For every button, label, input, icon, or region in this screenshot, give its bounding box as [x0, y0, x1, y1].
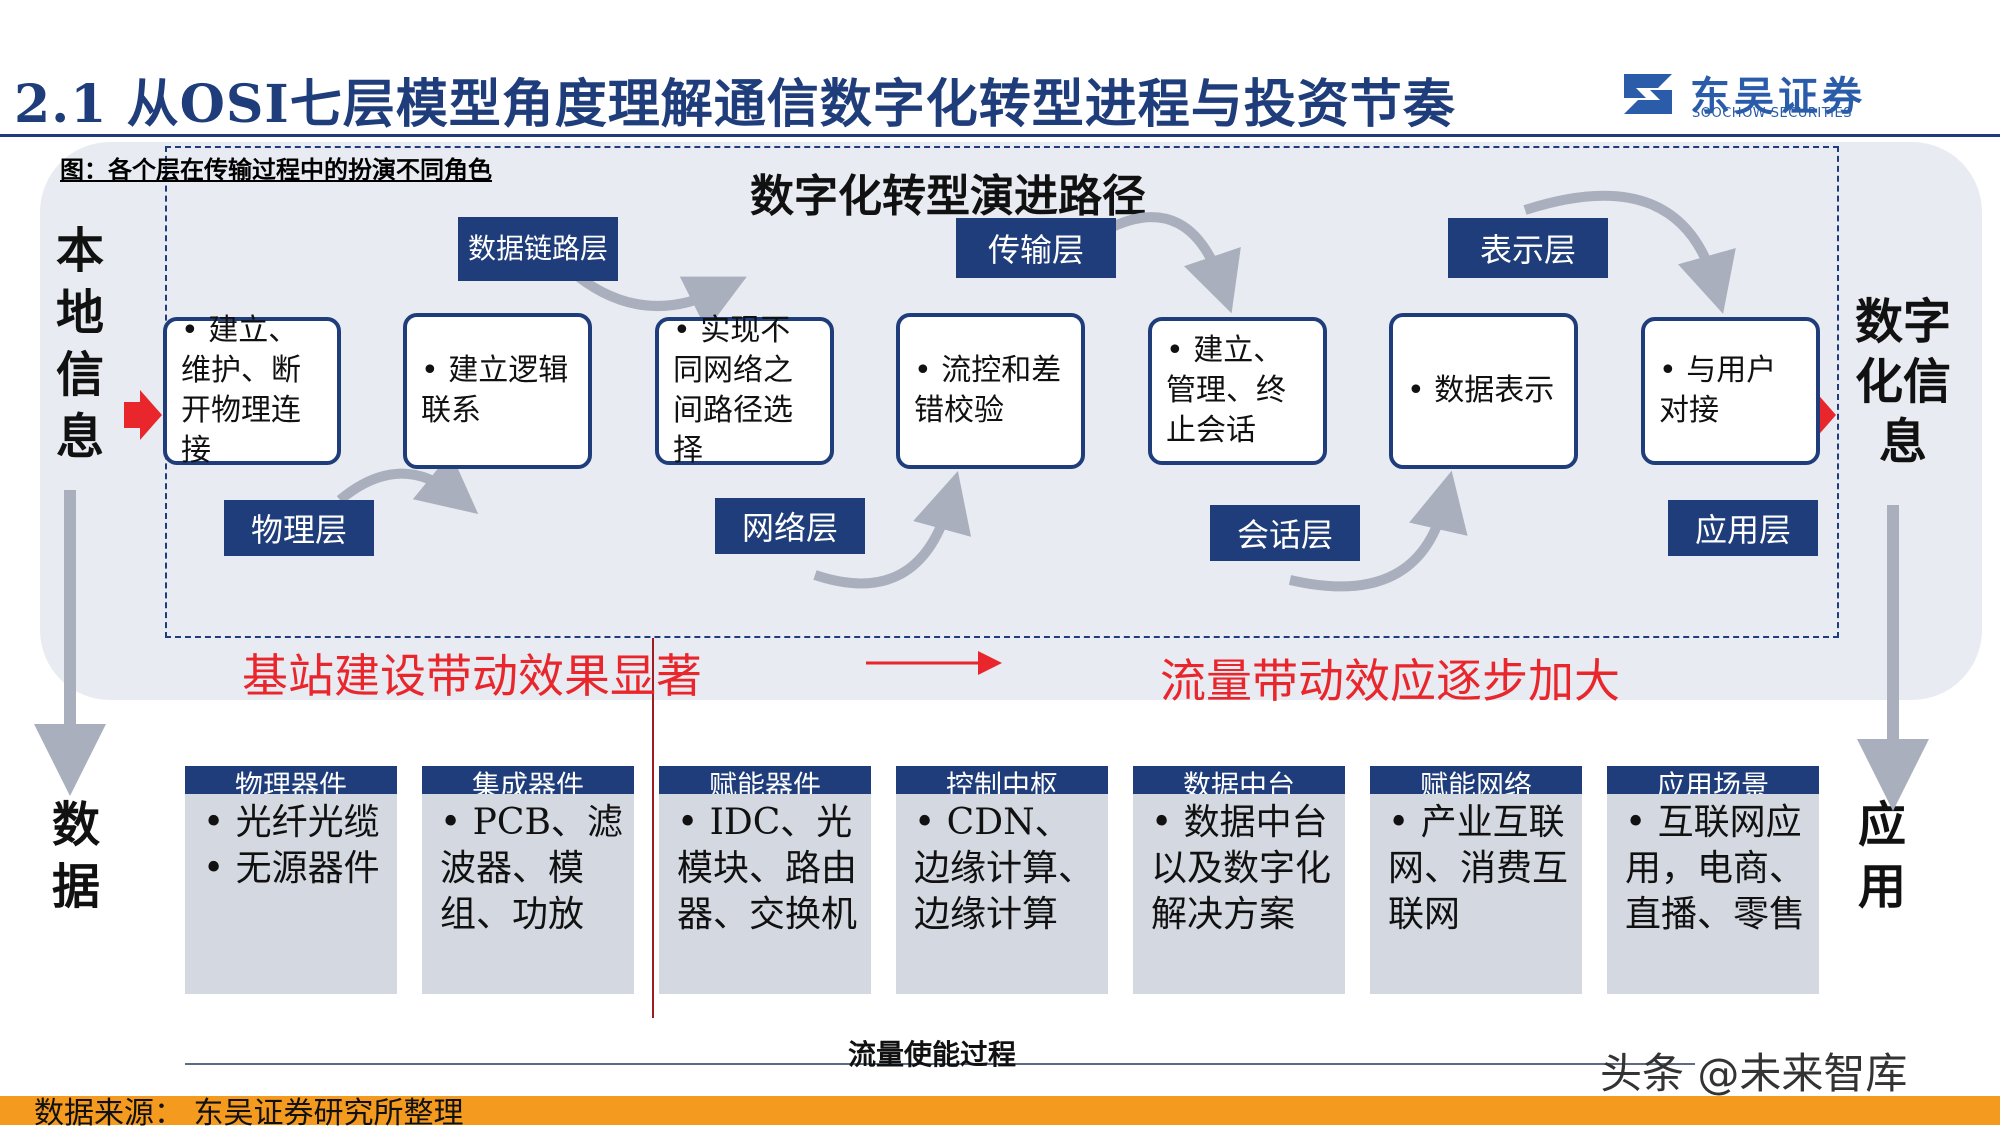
card-item: • 产业互联网、消费互联网	[1388, 802, 1569, 935]
presentation-function-box: • 数据表示	[1389, 313, 1578, 469]
card-item: • 数据中台以及数字化解决方案	[1151, 802, 1332, 935]
label-presentation-layer: 表示层	[1448, 218, 1608, 278]
card-item: • 光纤光缆	[203, 802, 380, 843]
box-text: • 实现不同网络之间路径选择	[673, 313, 793, 468]
watermark: 头条 @未来智库	[1600, 1049, 1908, 1098]
curve-arrow-3	[813, 471, 972, 589]
card-item: • 互联网应用，电商、直播、零售	[1625, 802, 1806, 935]
box-text: • 建立、维护、断开物理连接	[181, 313, 301, 468]
datalink-function-box: • 建立逻辑联系	[403, 313, 592, 469]
curve-arrow-1	[336, 452, 479, 514]
card-data-middle-platform: 数据中台 • 数据中台以及数字化解决方案	[1133, 766, 1345, 994]
data-label: 数据	[51, 797, 100, 915]
figure-caption: 图：各个层在传输过程中的扮演不同角色	[60, 156, 492, 184]
card-header: 赋能网络	[1370, 766, 1582, 794]
transport-function-box: • 流控和差错校验	[896, 313, 1085, 469]
card-item: • PCB、滤波器、模组、功放	[440, 802, 623, 935]
page-title: 2.1 从OSI七层模型角度理解通信数字化转型进程与投资节奏	[14, 74, 1456, 135]
red-arrow-in	[124, 390, 162, 440]
card-enabling-devices: 赋能器件 • IDC、光模块、路由器、交换机	[659, 766, 871, 994]
diagram-title: 数字化转型演进路径	[750, 171, 1146, 222]
curve-arrow-5	[1288, 470, 1468, 592]
box-text: • 流控和差错校验	[914, 353, 1062, 428]
card-header: 控制中枢	[896, 766, 1108, 794]
application-function-box: • 与用户对接	[1641, 317, 1820, 465]
label-datalink-layer: 数据链路层	[458, 217, 618, 281]
curve-arrow-2	[566, 266, 747, 331]
digital-info-label: 数字化信息	[1854, 294, 1951, 470]
traffic-effect-text: 流量带动效应逐步加大	[1160, 654, 1620, 708]
box-text: • 数据表示	[1407, 373, 1555, 408]
card-application-scenarios: 应用场景 • 互联网应用，电商、直播、零售	[1607, 766, 1819, 994]
card-item: • 无源器件	[203, 848, 380, 889]
physical-function-box: • 建立、维护、断开物理连接	[163, 313, 341, 468]
card-item: • CDN、边缘计算、边缘计算	[914, 802, 1095, 935]
traffic-process-line	[185, 1063, 1695, 1065]
footer-bar	[0, 1096, 2000, 1125]
card-header: 集成器件	[422, 766, 634, 794]
card-header: 物理器件	[185, 766, 397, 794]
box-text: • 建立逻辑联系	[421, 353, 569, 428]
card-item: • IDC、光模块、路由器、交换机	[677, 802, 858, 935]
label-transport-layer: 传输层	[956, 218, 1116, 278]
card-enabling-network: 赋能网络 • 产业互联网、消费互联网	[1370, 766, 1582, 994]
card-control-hub: 控制中枢 • CDN、边缘计算、边缘计算	[896, 766, 1108, 994]
label-physical-layer: 物理层	[224, 500, 374, 556]
card-header: 应用场景	[1607, 766, 1819, 794]
label-session-layer: 会话层	[1210, 505, 1360, 561]
data-source: 数据来源： 东吴证券研究所整理	[34, 1096, 464, 1131]
local-info-label: 本地信息	[55, 223, 104, 465]
session-function-box: • 建立、管理、终止会话	[1148, 317, 1327, 465]
curve-arrow-6	[1523, 190, 1736, 314]
scs-logo-icon	[1624, 74, 1672, 114]
network-function-box: • 实现不同网络之间路径选择	[655, 313, 834, 468]
card-physical-devices: 物理器件 • 光纤光缆 • 无源器件	[185, 766, 397, 994]
traffic-process-label: 流量使能过程	[848, 1038, 1017, 1071]
card-header: 赋能器件	[659, 766, 871, 794]
header-divider	[0, 134, 2000, 137]
base-station-effect-text: 基站建设带动效果显著	[242, 649, 702, 703]
card-header: 数据中台	[1133, 766, 1345, 794]
card-integrated-devices: 集成器件 • PCB、滤波器、模组、功放	[422, 766, 634, 994]
box-text: • 建立、管理、终止会话	[1166, 333, 1286, 448]
curve-arrow-4	[1107, 212, 1241, 314]
company-logo: 东吴证券 SOOCHOW SECURITIES	[1618, 68, 1898, 122]
logo-english-text: SOOCHOW SECURITIES	[1692, 106, 1852, 121]
label-application-layer: 应用层	[1668, 500, 1818, 556]
label-network-layer: 网络层	[715, 498, 865, 554]
logo-chinese-text: 东吴证券	[1690, 74, 1866, 120]
box-text: • 与用户对接	[1659, 353, 1777, 428]
